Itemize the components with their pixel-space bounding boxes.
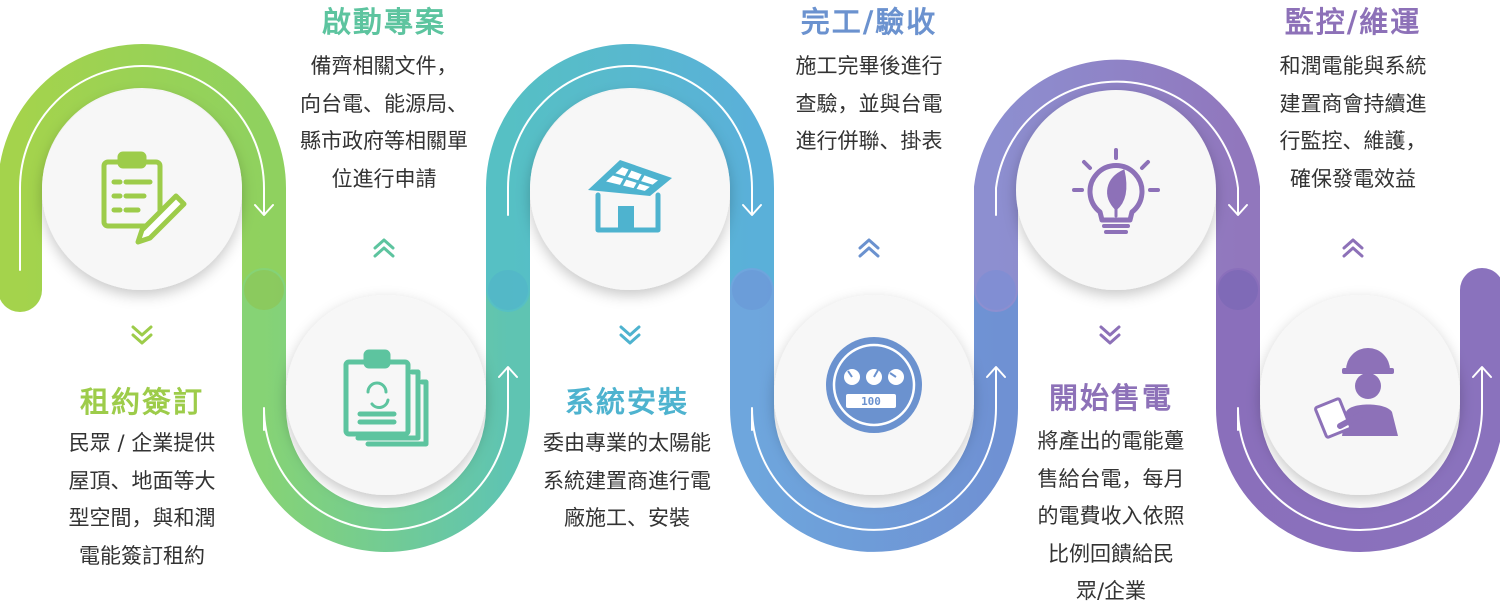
description-line: 系統建置商進行電: [543, 468, 711, 493]
description-line: 查驗，並與台電: [795, 91, 943, 116]
step-description-complete: 施工完畢後進行 查驗，並與台電 進行併聯、掛表: [749, 48, 989, 161]
chevrons: [131, 238, 1364, 345]
description-line: 備齊相關文件，: [310, 54, 458, 78]
step-title-sell: 開始售電: [1048, 381, 1173, 415]
step-title-launch: 啟動專案: [321, 5, 446, 39]
description-line: 屋頂、地面等大: [68, 468, 216, 493]
junction-dot: [1218, 270, 1258, 310]
arrow-down-icon: [1228, 204, 1248, 216]
clipboard-documents-icon: [343, 349, 429, 447]
chevron-double-down-icon: [131, 325, 153, 345]
clipboard-pen-icon: [101, 151, 187, 245]
chevron-double-down-icon: [619, 325, 641, 345]
arrow-up-icon: [986, 366, 1006, 378]
junction-dot: [976, 270, 1016, 310]
step-description-monitor: 和潤電能與系統 建置商會持續進 行監控、維護， 確保發電效益: [1233, 48, 1473, 198]
description-line: 將產出的電能躉: [1037, 429, 1185, 453]
description-line: 售給台電，每月: [1037, 466, 1185, 491]
solar-house-icon: [588, 160, 672, 233]
junction-dot: [732, 270, 772, 310]
step-description-install: 委由專業的太陽能 系統建置商進行電 廠施工、安裝: [507, 425, 747, 538]
arrow-down-icon: [742, 204, 762, 216]
arrow-down-icon: [254, 204, 274, 216]
description-line: 廠施工、安裝: [564, 506, 690, 530]
description-line: 縣市政府等相關單: [300, 129, 468, 153]
junction-dot: [488, 270, 528, 310]
description-line: 眾/企業: [1075, 579, 1147, 603]
description-line: 和潤電能與系統: [1279, 54, 1427, 78]
description-line: 民眾 / 企業提供: [68, 431, 216, 455]
electric-meter-icon: 100: [826, 337, 922, 433]
chevron-double-up-icon: [858, 238, 880, 258]
chevron-double-up-icon: [373, 238, 395, 258]
step-circle-launch: [286, 295, 486, 495]
description-line: 位進行申請: [331, 166, 437, 191]
description-line: 建置商會持續進: [1279, 91, 1427, 116]
chevron-double-up-icon: [1342, 238, 1364, 258]
step-description-launch: 備齊相關文件， 向台電、能源局、 縣市政府等相關單 位進行申請: [264, 48, 504, 198]
description-line: 比例回饋給民: [1048, 541, 1174, 566]
chevron-double-down-icon: [1099, 325, 1121, 345]
description-line: 電能簽訂租約: [79, 543, 205, 568]
description-line: 施工完畢後進行: [795, 54, 943, 78]
step-title-install: 系統安裝: [564, 385, 689, 419]
description-line: 行監控、維護，: [1279, 129, 1427, 153]
step-description-lease: 民眾 / 企業提供 屋頂、地面等大 型空間，與和潤 電能簽訂租約: [22, 425, 262, 575]
step-description-sell: 將產出的電能躉 售給台電，每月 的電費收入依照 比例回饋給民 眾/企業: [991, 423, 1231, 611]
lightbulb-leaf-icon: [1072, 148, 1160, 234]
step-title-complete: 完工/驗收: [800, 5, 938, 39]
description-line: 進行併聯、掛表: [795, 129, 943, 153]
step-title-lease: 租約簽訂: [79, 385, 204, 419]
guide-lines: [19, 65, 1492, 531]
junction-dot: [244, 270, 284, 310]
engineer-icon: [1314, 348, 1398, 439]
step-circle-lease: [42, 90, 242, 290]
band-junctions: [244, 270, 1258, 310]
description-line: 的電費收入依照: [1037, 504, 1185, 528]
description-line: 向台電、能源局、: [300, 91, 468, 116]
step-title-monitor: 監控/維運: [1284, 5, 1422, 39]
arrow-up-icon: [1472, 366, 1492, 378]
description-line: 委由專業的太陽能: [543, 431, 711, 455]
description-line: 確保發電效益: [1290, 166, 1416, 191]
arrow-up-icon: [498, 366, 518, 378]
meter-display: 100: [861, 395, 881, 408]
description-line: 型空間，與和潤: [68, 506, 216, 530]
